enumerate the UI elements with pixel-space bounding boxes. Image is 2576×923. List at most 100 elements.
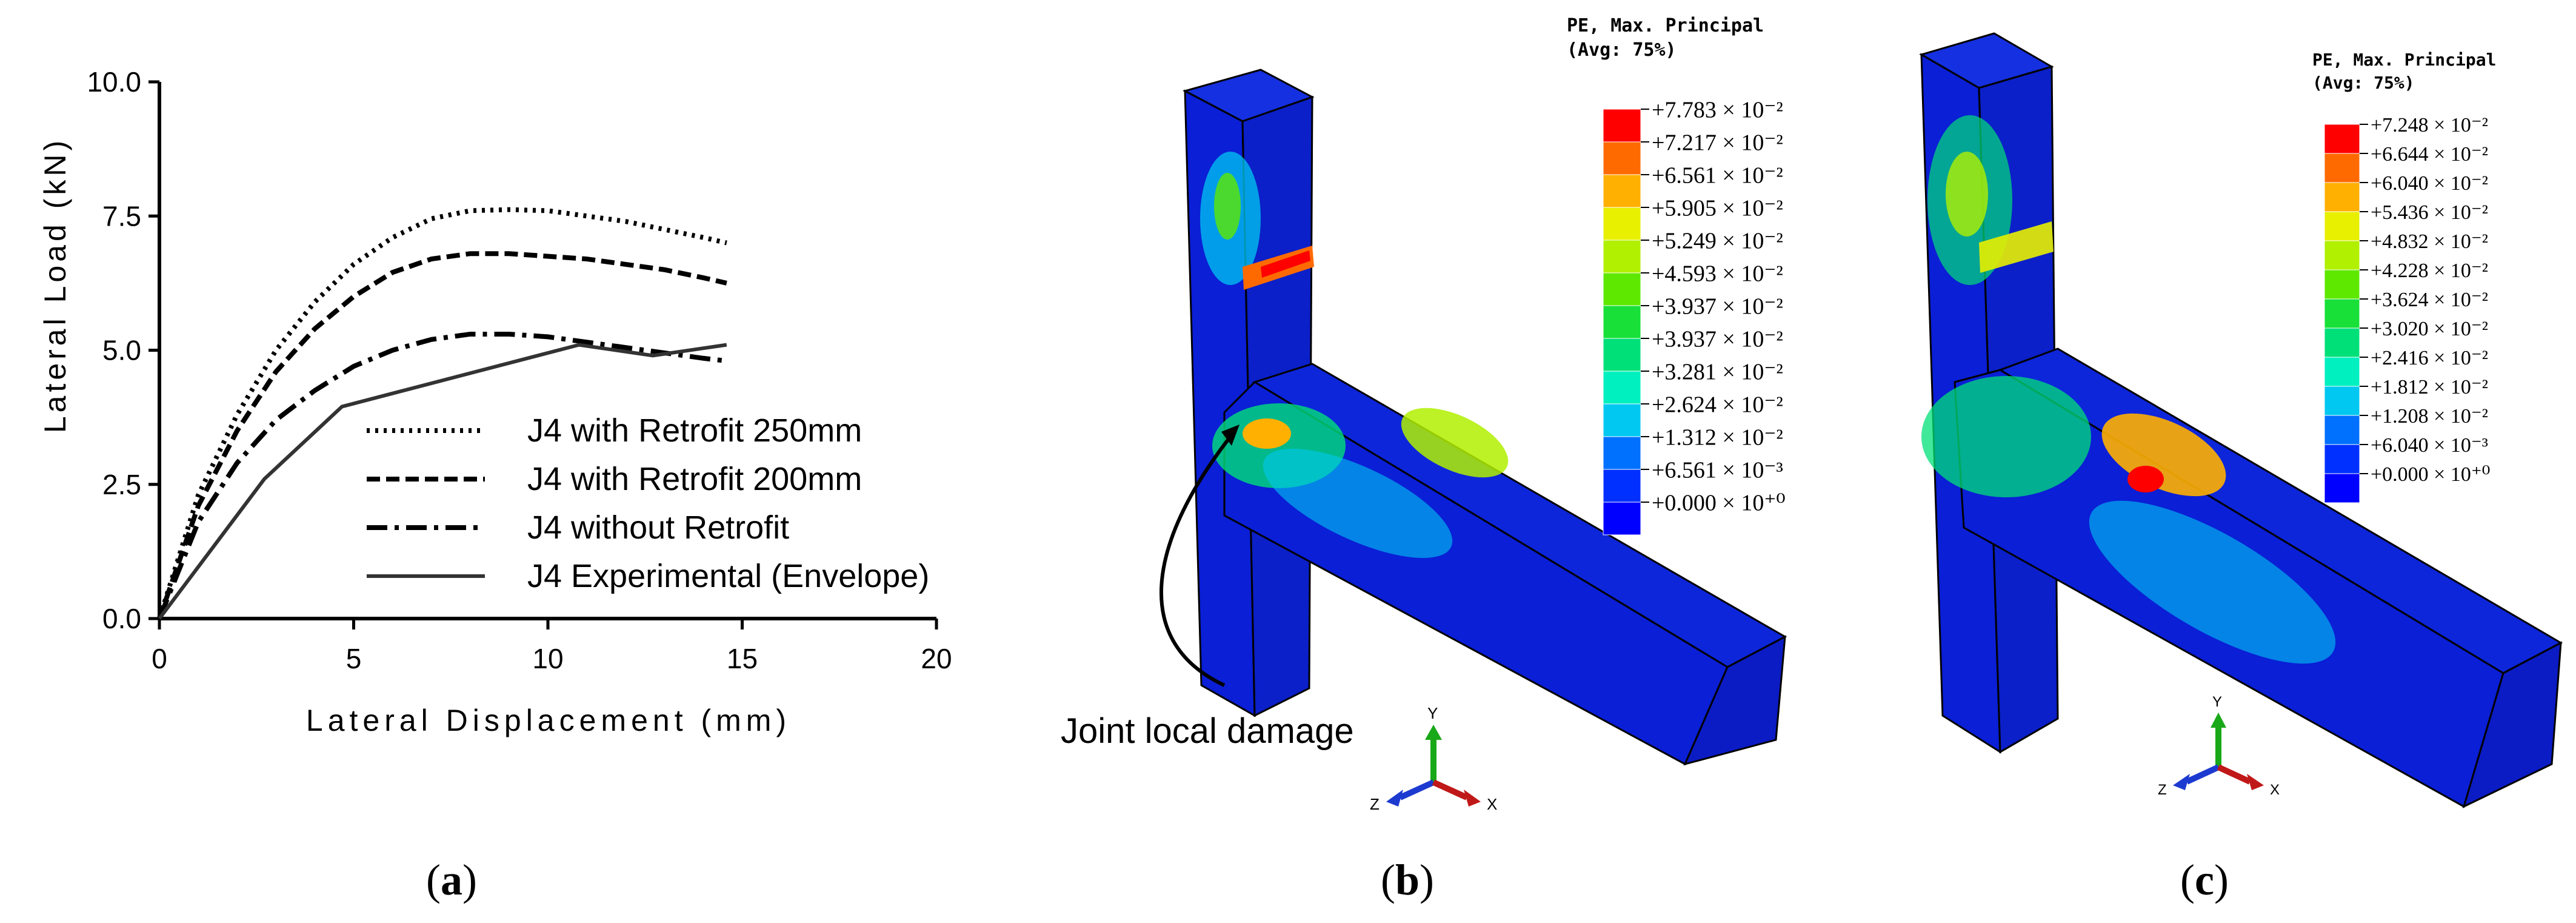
beam-end-face — [2462, 641, 2562, 808]
series-line-0 — [157, 207, 727, 620]
panel-b-label-letter: b — [1395, 856, 1420, 904]
legend-color-band — [2324, 298, 2360, 329]
legend-level-label: +2.416 × 10⁻² — [2371, 347, 2488, 369]
axis-z-label: Z — [2158, 782, 2167, 798]
legend-level-label: +6.040 × 10⁻² — [2371, 172, 2488, 195]
x-tick-label: 0 — [152, 643, 167, 674]
y-tick-label: 5.0 — [102, 335, 141, 366]
legend-color-band — [2324, 473, 2360, 503]
legend-label-1: J4 with Retrofit 200mm — [527, 461, 862, 497]
series-line-1 — [157, 251, 727, 620]
series-line-3 — [158, 343, 727, 620]
legend-label-3: J4 Experimental (Envelope) — [527, 558, 929, 594]
panel-b: Joint local damage Y Z X PE, Max. Princi… — [1043, 0, 1824, 923]
legend-level-label: +4.593 × 10⁻² — [1652, 261, 1783, 286]
fe-model-b: Joint local damage Y Z X PE, Max. Princi… — [1061, 15, 1787, 813]
axis-y-label: Y — [2212, 694, 2222, 710]
legend-level-label: +2.624 × 10⁻² — [1652, 392, 1783, 417]
legend-color-band — [1603, 469, 1641, 503]
legend-level-label: +7.217 × 10⁻² — [1652, 130, 1783, 155]
contour-damage-band-core — [1261, 250, 1310, 278]
y-axis-label: Lateral Load (kN) — [38, 137, 72, 433]
legend-level-label: +6.561 × 10⁻³ — [1652, 457, 1783, 483]
legend-color-band — [2324, 211, 2360, 241]
legend-color-band — [2324, 357, 2360, 387]
x-tick-label: 5 — [346, 643, 362, 674]
y-tick-label: 0.0 — [102, 603, 141, 634]
panel-c-label-letter: c — [2195, 856, 2214, 904]
legend-title-c: PE, Max. Principal — [2312, 50, 2496, 70]
axis-x-label: X — [2270, 782, 2280, 798]
panel-c-label-open: ( — [2180, 856, 2195, 904]
legend-level-label: +3.937 × 10⁻² — [1652, 326, 1783, 352]
contour-joint-core — [1243, 418, 1291, 449]
contour-column-upper-core — [1946, 152, 1988, 237]
legend-color-band — [1603, 436, 1641, 470]
series-line-2 — [157, 331, 727, 620]
panel-c-label-close: ) — [2214, 856, 2229, 904]
contour-beam-band-core — [2127, 466, 2164, 492]
legend-level-label: +4.228 × 10⁻² — [2371, 260, 2488, 282]
axis-z-label: Z — [1370, 795, 1380, 813]
legend-color-band — [1603, 338, 1641, 372]
legend-level-label: +0.000 × 10⁺⁰ — [1652, 490, 1786, 515]
legend-level-label: +5.436 × 10⁻² — [2371, 201, 2488, 224]
legend-color-band — [1603, 240, 1641, 274]
damage-annotation: Joint local damage — [1061, 711, 1354, 751]
legend-level-label: +1.812 × 10⁻² — [2371, 376, 2488, 398]
legend-level-label: +7.783 × 10⁻² — [1652, 97, 1783, 123]
legend-level-label: +3.624 × 10⁻² — [2371, 289, 2488, 311]
panel-c-label: (c) — [2144, 855, 2265, 905]
legend-color-band — [2324, 415, 2360, 445]
panel-a-label: (a) — [391, 855, 512, 905]
legend-subtitle-c: (Avg: 75%) — [2312, 73, 2415, 93]
contour-beam-flow — [1263, 448, 1453, 559]
chart-series — [157, 207, 727, 620]
legend-level-label: +3.281 × 10⁻² — [1652, 359, 1783, 384]
legend-color-band — [2324, 444, 2360, 474]
legend-color-band — [1603, 371, 1641, 404]
legend-color-band — [2324, 182, 2360, 212]
legend-level-label: +3.020 × 10⁻² — [2371, 318, 2488, 340]
panel-b-label-open: ( — [1380, 856, 1395, 904]
legend-level-label: +4.832 × 10⁻² — [2371, 230, 2488, 253]
legend-color-band — [1603, 272, 1641, 306]
legend-color-band — [2324, 124, 2360, 154]
contour-beam-flow — [2089, 500, 2336, 664]
contour-legend-b: PE, Max. Principal (Avg: 75%) +7.783 × 1… — [1567, 15, 1786, 535]
panel-b-label: (b) — [1347, 855, 1468, 905]
legend-level-label: +7.248 × 10⁻² — [2371, 114, 2488, 136]
axis-triad: Y Z X — [2158, 694, 2280, 798]
contour-legend-c: PE, Max. Principal (Avg: 75%) +7.248 × 1… — [2312, 50, 2496, 503]
legend-level-label: +0.000 × 10⁺⁰ — [2371, 463, 2490, 486]
x-tick-label: 10 — [532, 643, 563, 674]
legend-label-0: J4 with Retrofit 250mm — [527, 412, 862, 449]
legend-color-band — [1603, 109, 1641, 143]
x-axis-label: Lateral Displacement (mm) — [306, 703, 791, 737]
legend-color-band — [1603, 502, 1641, 535]
legend-level-label: +6.561 × 10⁻² — [1652, 163, 1783, 188]
axis-triad: Y Z X — [1370, 704, 1497, 813]
axis-x-label: X — [1487, 795, 1497, 813]
legend-color-band — [1603, 141, 1641, 175]
legend-level-label: +5.249 × 10⁻² — [1652, 228, 1783, 253]
beam-end-face — [1683, 635, 1786, 766]
legend-subtitle-b: (Avg: 75%) — [1567, 39, 1677, 61]
legend-color-band — [2324, 269, 2360, 300]
panel-c: Y Z X PE, Max. Principal (Avg: 75%) +7.2… — [1824, 0, 2576, 923]
chart-legend: J4 with Retrofit 250mm J4 with Retrofit 2… — [367, 412, 929, 594]
legend-level-label: +1.208 × 10⁻² — [2371, 405, 2488, 428]
legend-level-label: +6.040 × 10⁻³ — [2371, 434, 2488, 457]
legend-color-band — [2324, 153, 2360, 183]
legend-color-band — [2324, 240, 2360, 270]
damage-arrowhead — [1221, 425, 1240, 446]
contour-column-band — [1979, 221, 2054, 273]
legend-title-b: PE, Max. Principal — [1567, 15, 1764, 36]
panel-a-label-letter: a — [441, 856, 462, 904]
contour-column-upper-core — [1214, 173, 1241, 240]
legend-level-label: +6.644 × 10⁻² — [2371, 143, 2488, 166]
legend-color-band — [2324, 327, 2360, 358]
legend-color-band — [1603, 305, 1641, 339]
